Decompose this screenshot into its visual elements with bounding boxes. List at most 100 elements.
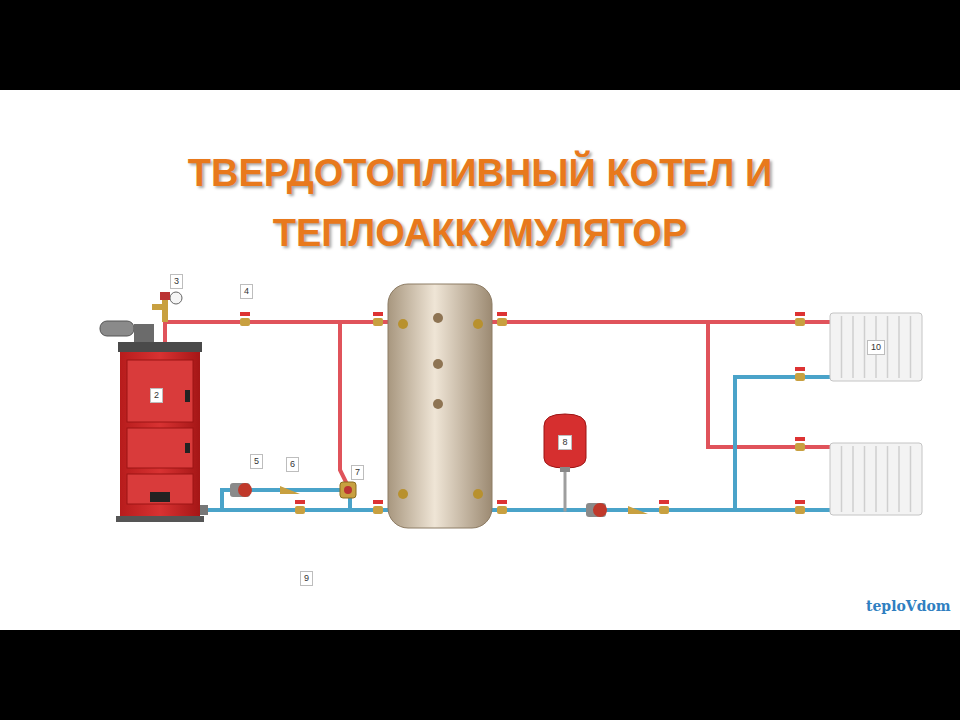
radiator-section	[841, 446, 843, 512]
supply-pipe	[492, 320, 830, 324]
valve-head	[344, 486, 352, 494]
valve-body	[295, 506, 305, 514]
pipes	[165, 322, 830, 510]
return-nozzle	[200, 505, 208, 515]
accumulator-tank	[388, 284, 492, 528]
ball-valve	[497, 312, 507, 326]
valve-handle	[497, 500, 507, 504]
safety-valve	[160, 292, 170, 300]
pump-symbol	[230, 483, 252, 497]
tank-body	[544, 414, 586, 468]
return-pipe	[200, 508, 388, 512]
radiator-section	[910, 316, 912, 378]
fitting	[433, 399, 443, 409]
boiler-door	[127, 360, 193, 422]
ball-valve	[795, 437, 805, 451]
ball-valve	[373, 500, 383, 514]
fitting	[398, 489, 408, 499]
fitting	[433, 313, 443, 323]
valve-body	[795, 506, 805, 514]
fitting	[473, 319, 483, 329]
radiator-section	[887, 316, 889, 378]
pump-motor	[593, 503, 607, 517]
radiator-section	[910, 446, 912, 512]
boiler-top	[118, 342, 202, 352]
valve-handle	[295, 500, 305, 504]
radiator-section	[864, 446, 866, 512]
valve-handle	[373, 312, 383, 316]
radiator-section	[852, 316, 854, 378]
fitting	[398, 319, 408, 329]
valve-handle	[240, 312, 250, 316]
flue-pipe	[100, 321, 134, 336]
expansion-tank: 8	[538, 412, 592, 472]
callout-number: 6	[286, 457, 299, 472]
callout-number: 4	[240, 284, 253, 299]
valve-body	[659, 506, 669, 514]
radiator-section	[864, 316, 866, 378]
valve-body	[240, 318, 250, 326]
filter	[280, 486, 300, 494]
radiator-section	[898, 446, 900, 512]
callout-number: 8	[558, 435, 571, 450]
three-way-valve	[340, 482, 356, 498]
title: ТВЕРДОТОПЛИВНЫЙ КОТЕЛ И ТЕПЛОАККУМУЛЯТОР	[130, 143, 830, 263]
valve-handle	[659, 500, 669, 504]
valve-handle	[795, 437, 805, 441]
valve-handle	[497, 312, 507, 316]
callout-number: 5	[250, 454, 263, 469]
pump-body	[586, 503, 606, 517]
bypass-pipe	[340, 322, 347, 484]
boiler-symbol	[100, 321, 208, 522]
boiler: 2	[120, 352, 200, 518]
callout-number: 9	[300, 571, 313, 586]
ball-valve	[295, 500, 305, 514]
callout-number: 3	[170, 274, 183, 289]
safety-group	[152, 292, 182, 322]
valve-body	[795, 443, 805, 451]
callout-number: 2	[150, 388, 163, 403]
ball-valve	[373, 312, 383, 326]
air-damper	[150, 492, 170, 502]
valve-body	[497, 506, 507, 514]
heat-accumulator	[388, 284, 492, 528]
door-handle	[185, 390, 190, 402]
bottom-bar	[0, 630, 960, 720]
boiler-body	[120, 352, 200, 518]
air-vent	[152, 304, 162, 310]
radiator-section	[852, 446, 854, 512]
ball-valve	[497, 500, 507, 514]
flue-outlet	[134, 324, 154, 344]
fitting	[473, 489, 483, 499]
valve-body	[795, 373, 805, 381]
manometer	[170, 292, 182, 304]
valve-handle	[373, 500, 383, 504]
radiator: 10	[830, 313, 922, 381]
mixing-valve	[340, 482, 356, 498]
valve-handle	[795, 312, 805, 316]
safety-stem	[162, 300, 168, 322]
supply-pipe	[708, 322, 830, 447]
radiator-section	[875, 446, 877, 512]
callout-number: 10	[867, 340, 885, 355]
ash-door	[127, 474, 193, 504]
valve-body	[795, 318, 805, 326]
valve-handle	[795, 367, 805, 371]
tank-connection	[564, 470, 567, 510]
filter-symbol	[280, 486, 648, 514]
pump-motor	[238, 483, 252, 497]
return-pipe	[735, 377, 830, 510]
radiator	[830, 313, 922, 381]
valve-body	[373, 506, 383, 514]
ball-valve	[659, 500, 669, 514]
boiler-door	[127, 428, 193, 468]
pump-symbol	[586, 503, 607, 517]
ball-valve	[795, 367, 805, 381]
radiator-section	[887, 446, 889, 512]
watermark: teploVdom	[866, 598, 951, 614]
radiator-section	[898, 316, 900, 378]
valve-handle	[795, 500, 805, 504]
